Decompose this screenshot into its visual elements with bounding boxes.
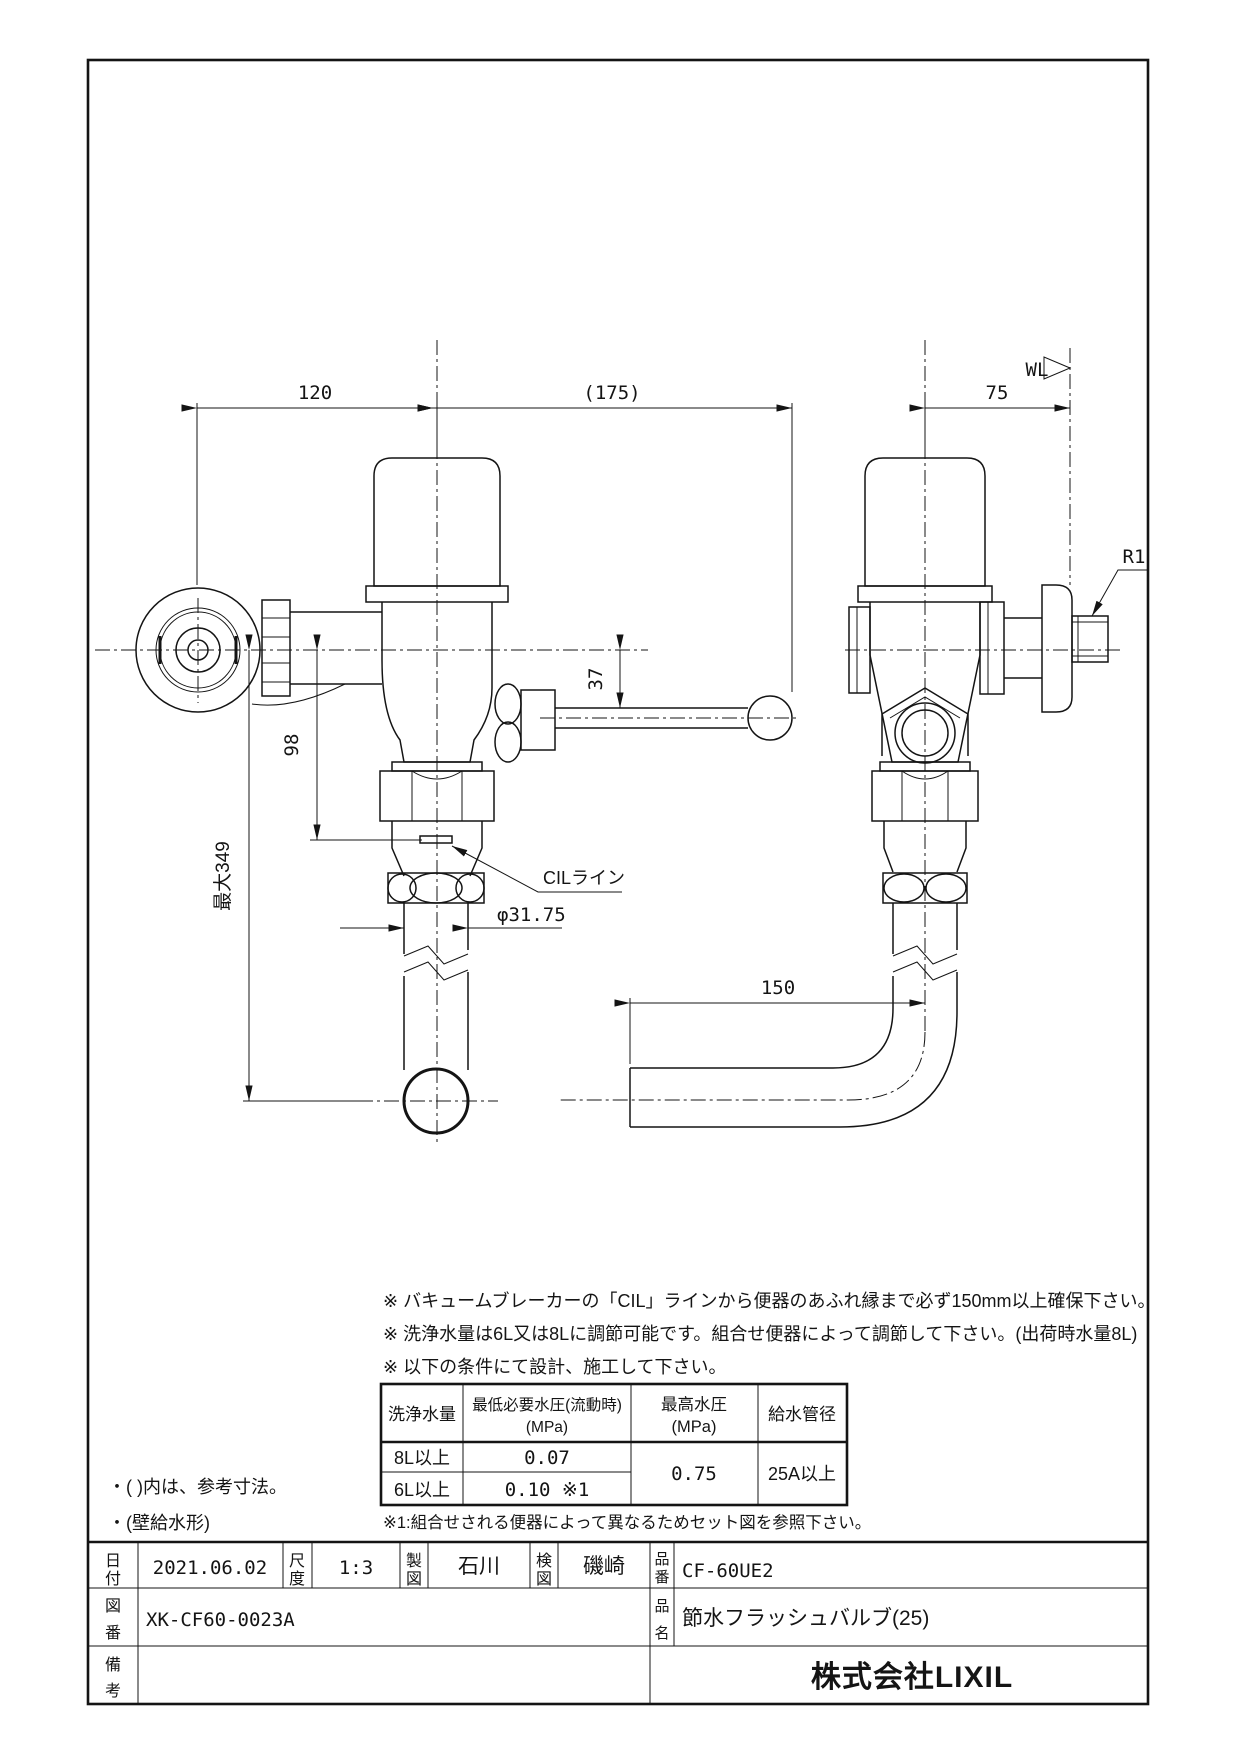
drafter-label-1: 製 bbox=[406, 1552, 422, 1570]
note-3: ※ 以下の条件にて設計、施工して下さい。 bbox=[383, 1357, 727, 1377]
part-no-label-1: 品 bbox=[654, 1551, 669, 1568]
checker-label-1: 検 bbox=[536, 1552, 552, 1570]
dwg-no-label-2: 番 bbox=[105, 1624, 121, 1642]
dwg-no-value: XK-CF60-0023A bbox=[146, 1609, 295, 1631]
wall-line-arrow-icon bbox=[1043, 356, 1072, 380]
wall-line-label: WL bbox=[1026, 359, 1049, 381]
col-min-1: 最低必要水圧(流動時) bbox=[472, 1396, 622, 1414]
notes: ※ バキュームブレーカーの「CIL」ラインから便器のあふれ縁まで必ず150mm以… bbox=[108, 1290, 1156, 1533]
cil-leader bbox=[451, 845, 622, 893]
drafter-value: 石川 bbox=[458, 1555, 500, 1578]
dim-349: 最大349 bbox=[212, 841, 234, 911]
side-note-2: ・(壁給水形) bbox=[108, 1513, 210, 1533]
thread-label: R1 bbox=[1123, 546, 1146, 568]
dim-120: 120 bbox=[298, 382, 332, 404]
spec-table: 洗浄水量 最低必要水圧(流動時) (MPa) 最高水圧 (MPa) 給水管径 8… bbox=[379, 1382, 849, 1507]
thread-leader bbox=[1091, 569, 1147, 617]
note-2: ※ 洗浄水量は6L又は8Lに調節可能です。組合せ便器によって調節して下さい。(出… bbox=[383, 1324, 1137, 1344]
row2-min: 0.10 ※1 bbox=[505, 1479, 590, 1501]
table-footnote: ※1:組合せされる便器によって異なるためセット図を参照下さい。 bbox=[383, 1513, 871, 1532]
cil-label: CILライン bbox=[543, 868, 625, 888]
date-label-1: 日 bbox=[105, 1553, 121, 1570]
drafter-label-2: 図 bbox=[406, 1571, 422, 1588]
row1-min: 0.07 bbox=[524, 1447, 570, 1469]
front-view bbox=[135, 457, 793, 1135]
date-label-2: 付 bbox=[105, 1570, 121, 1588]
name-value: 節水フラッシュバルブ(25) bbox=[682, 1607, 929, 1630]
part-no-label-2: 番 bbox=[654, 1569, 669, 1586]
scale-label-2: 度 bbox=[289, 1570, 305, 1588]
note-1: ※ バキュームブレーカーの「CIL」ラインから便器のあふれ縁まで必ず150mm以… bbox=[383, 1290, 1156, 1311]
row1-flush: 8L以上 bbox=[394, 1448, 450, 1468]
checker-value: 磯崎 bbox=[583, 1555, 625, 1578]
dim-75: 75 bbox=[986, 382, 1009, 404]
extension-lines bbox=[196, 403, 926, 1102]
max-value: 0.75 bbox=[671, 1463, 717, 1485]
side-note-1: ・( )内は、参考寸法。 bbox=[108, 1477, 287, 1497]
company-name: 株式会社LIXIL bbox=[811, 1661, 1013, 1694]
side-view bbox=[629, 457, 1109, 1128]
dim-175: (175) bbox=[583, 382, 640, 404]
title-block: 日 付 2021.06.02 尺 度 1:3 製 図 石川 検 図 磯崎 品 番… bbox=[88, 1540, 1148, 1704]
sheet-border bbox=[86, 58, 1150, 1706]
name-label-2: 名 bbox=[654, 1625, 669, 1642]
dim-150: 150 bbox=[761, 977, 795, 999]
col-max-2: (MPa) bbox=[672, 1418, 717, 1436]
col-min-2: (MPa) bbox=[526, 1419, 568, 1436]
remarks-label-2: 考 bbox=[105, 1682, 121, 1700]
dimensions: 120 (175) 75 37 98 最大349 150 φ31.75 WL R… bbox=[181, 356, 1147, 1101]
centerlines bbox=[95, 340, 1122, 1145]
remarks-label-1: 備 bbox=[105, 1656, 121, 1674]
scale-label-1: 尺 bbox=[289, 1553, 305, 1570]
col-pipe: 給水管径 bbox=[768, 1405, 836, 1424]
dwg-no-label-1: 図 bbox=[105, 1598, 121, 1615]
date-value: 2021.06.02 bbox=[153, 1557, 267, 1579]
dim-phi: φ31.75 bbox=[497, 904, 566, 926]
col-max-1: 最高水圧 bbox=[661, 1395, 727, 1414]
part-no-value: CF-60UE2 bbox=[682, 1560, 774, 1582]
name-label-1: 品 bbox=[654, 1598, 669, 1615]
scale-value: 1:3 bbox=[339, 1557, 373, 1579]
pipe-value: 25A以上 bbox=[768, 1464, 836, 1484]
dim-37: 37 bbox=[585, 668, 607, 691]
dim-98: 98 bbox=[281, 734, 303, 757]
col-flush: 洗浄水量 bbox=[388, 1405, 456, 1424]
checker-label-2: 図 bbox=[536, 1571, 552, 1588]
row2-flush: 6L以上 bbox=[394, 1480, 450, 1500]
